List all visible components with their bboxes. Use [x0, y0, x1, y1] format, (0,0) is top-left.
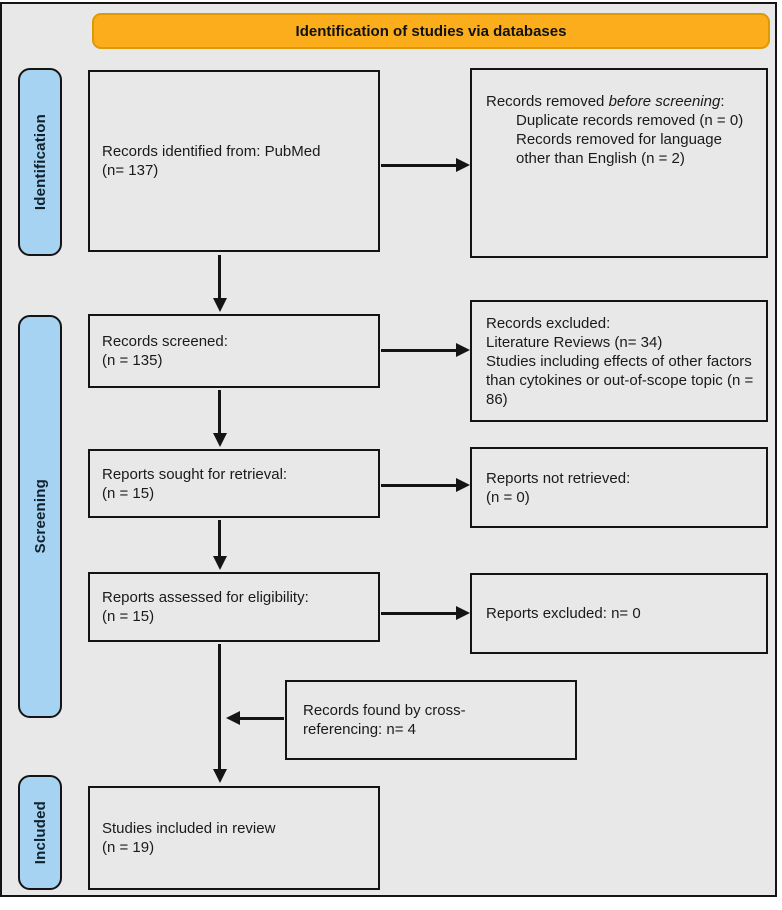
box-reports-not-retrieved: Reports not retrieved: (n = 0)	[470, 447, 768, 528]
box-cross-referencing: Records found by cross-referencing: n= 4	[285, 680, 577, 760]
banner-identification-of-studies: Identification of studies via databases	[92, 13, 770, 49]
arrow-line-sought-to-not-retrieved	[381, 484, 456, 487]
box-records-removed-text: Records removed before screening: Duplic…	[486, 92, 758, 248]
box-records-screened: Records screened: (n = 135)	[88, 314, 380, 388]
box-records-identified-text: Records identified from: PubMed (n= 137)	[102, 143, 321, 179]
arrowhead-assessed-to-included	[213, 769, 227, 783]
box-studies-included-text: Studies included in review (n = 19)	[102, 820, 276, 856]
box-cross-referencing-text: Records found by cross-referencing: n= 4	[303, 702, 466, 738]
records-removed-sub-item-duplicates: Duplicate records removed (n = 0)	[516, 112, 744, 129]
arrow-line-assessed-to-reports-excluded	[381, 612, 456, 615]
box-reports-sought-text: Reports sought for retrieval: (n = 15)	[102, 465, 288, 502]
arrow-line-identified-to-removed	[381, 164, 456, 167]
arrow-line-sought-to-assessed	[218, 520, 221, 558]
arrow-line-assessed-to-included	[218, 644, 221, 771]
arrowhead-screened-to-sought	[213, 433, 227, 447]
box-reports-sought: Reports sought for retrieval: (n = 15)	[88, 449, 380, 518]
arrowhead-identified-to-screened	[213, 298, 227, 312]
records-removed-sub-item-language: Records removed for language other than …	[516, 131, 722, 167]
box-reports-not-retrieved-text: Reports not retrieved: (n = 0)	[486, 469, 631, 506]
stage-label-included: Included	[18, 775, 62, 890]
records-removed-italic: before screening	[608, 93, 721, 110]
arrowhead-identified-to-removed	[456, 158, 470, 172]
arrowhead-assessed-to-reports-excluded	[456, 606, 470, 620]
box-reports-assessed-text: Reports assessed for eligibility: (n = 1…	[102, 589, 309, 625]
records-removed-suffix: :	[720, 93, 725, 110]
box-studies-included: Studies included in review (n = 19)	[88, 786, 380, 890]
arrow-line-crossref-to-flow	[240, 717, 284, 720]
stage-label-screening: Screening	[18, 315, 62, 718]
arrow-line-identified-to-screened	[218, 255, 221, 299]
records-removed-prefix: Records removed	[486, 93, 609, 110]
stage-label-identification-text: Identification	[31, 113, 49, 211]
arrowhead-screened-to-excluded	[456, 343, 470, 357]
arrowhead-sought-to-not-retrieved	[456, 478, 470, 492]
stage-label-included-text: Included	[31, 800, 49, 865]
box-reports-excluded-text: Reports excluded: n= 0	[486, 605, 641, 622]
arrow-line-screened-to-sought	[218, 390, 221, 434]
box-records-excluded: Records excluded: Literature Reviews (n=…	[470, 300, 768, 422]
stage-label-identification: Identification	[18, 68, 62, 256]
box-records-excluded-text: Records excluded: Literature Reviews (n=…	[486, 315, 754, 408]
box-records-screened-text: Records screened: (n = 135)	[102, 333, 228, 369]
box-reports-excluded: Reports excluded: n= 0	[470, 573, 768, 654]
arrowhead-crossref-to-flow	[226, 711, 240, 725]
box-records-removed: Records removed before screening: Duplic…	[470, 68, 768, 258]
banner-label: Identification of studies via databases	[295, 22, 567, 40]
arrow-line-screened-to-excluded	[381, 349, 456, 352]
stage-label-screening-text: Screening	[31, 479, 49, 554]
arrowhead-sought-to-assessed	[213, 556, 227, 570]
box-reports-assessed: Reports assessed for eligibility: (n = 1…	[88, 572, 380, 642]
box-records-identified: Records identified from: PubMed (n= 137)	[88, 70, 380, 252]
